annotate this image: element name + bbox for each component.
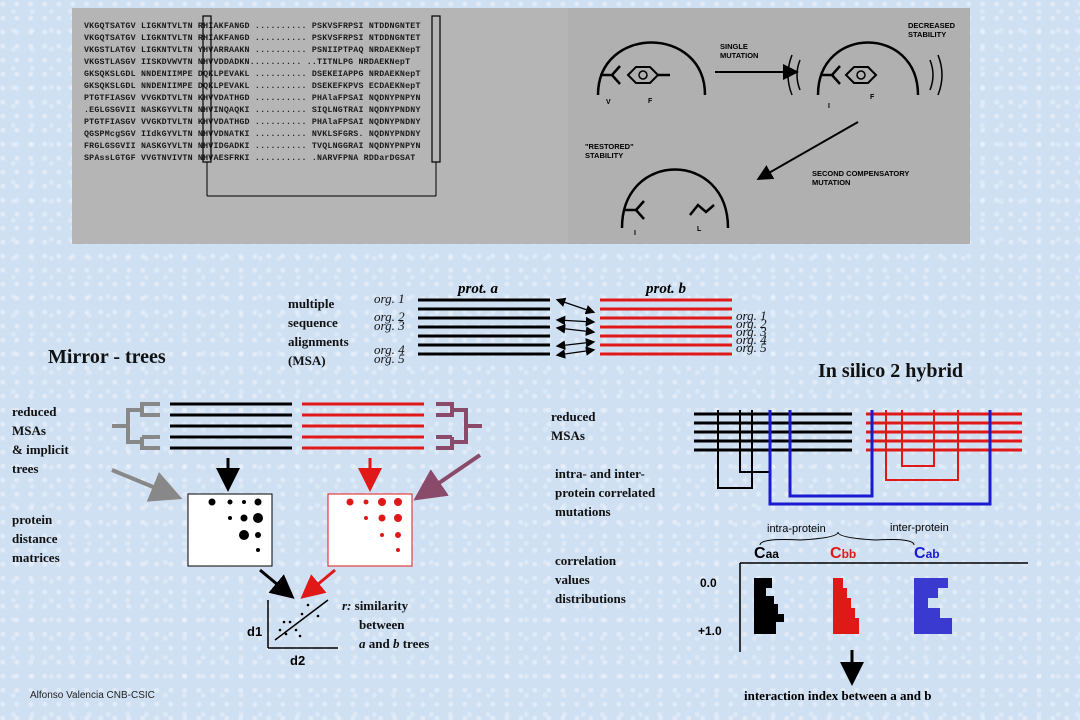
org-right-4: org. 4 bbox=[736, 332, 767, 347]
axis-d1: d1 bbox=[247, 624, 263, 639]
protein-sketch-3 bbox=[620, 168, 730, 229]
distance-matrix-a bbox=[187, 493, 273, 567]
label-restored-stability: "RESTORED" STABILITY bbox=[585, 142, 634, 160]
inter-links-blue bbox=[768, 410, 992, 506]
msa-column-highlight-right bbox=[431, 15, 441, 196]
residue-i1: I bbox=[828, 103, 830, 110]
label-decreased-stability: DECREASED STABILITY bbox=[908, 21, 956, 39]
msa-row: PTGTFIASGV VVGKDTVLTN KHVVDATHGD .......… bbox=[84, 94, 421, 103]
msa-row: VKGQTSATGV LIGKNTVLTN RHIAKFANGD .......… bbox=[84, 34, 421, 43]
label-second-mutation: SECOND COMPENSATORY MUTATION bbox=[812, 169, 910, 187]
msa-row: FRGLGSGVII NASKGYVLTN NHVIDGADKI .......… bbox=[84, 142, 421, 151]
compensatory-mutation-image bbox=[568, 8, 970, 244]
arrow-tree-a bbox=[111, 468, 183, 502]
prot-a-label: prot. a bbox=[458, 281, 499, 297]
msa-row: PTGTFIASGV VVGKDTVLTN KHVVDATHGD .......… bbox=[84, 118, 421, 127]
residue-i2: I bbox=[634, 230, 636, 237]
msa-lines-prot-b bbox=[600, 298, 732, 356]
org-right-3: org. 3 bbox=[736, 324, 767, 339]
sim-a: a bbox=[359, 636, 366, 651]
msa-lines-prot-a bbox=[418, 298, 550, 356]
msa-image: VKGQTSATGV LIGKNTVLTN RHIAKFANGD .......… bbox=[72, 8, 568, 244]
hybrid-msa-black bbox=[694, 412, 852, 452]
org-left-3: org. 3 bbox=[374, 318, 405, 333]
org-right-5: org. 5 bbox=[736, 340, 767, 355]
arrow-matrix-a bbox=[259, 568, 295, 599]
hist-cab bbox=[914, 578, 952, 634]
label-single-mutation: SINGLE MUTATION bbox=[720, 42, 759, 60]
msa-row: QGSPMcgSGV IIdkGYVLTN NHVVDNATKI .......… bbox=[84, 130, 421, 139]
msa-pairing-arrows bbox=[555, 297, 596, 359]
similarity-label: r: similarity between a and b trees bbox=[342, 598, 430, 651]
org-left-2: org. 2 bbox=[374, 309, 405, 324]
prot-b-label: prot. b bbox=[646, 281, 687, 297]
msa-row: GKSQKSLGDL NNDENIIMPE DQKLPEVAKL .......… bbox=[84, 70, 421, 79]
mirror-trees-title: Mirror - trees bbox=[48, 346, 166, 368]
tree-a-icon bbox=[112, 402, 160, 450]
r-symbol: r: bbox=[342, 598, 352, 613]
protein-sketch-1 bbox=[596, 41, 707, 96]
hybrid-title: In silico 2 hybrid bbox=[818, 360, 964, 382]
msa-column-highlight-left bbox=[202, 15, 212, 196]
correlation-scatter bbox=[267, 599, 338, 649]
hybrid-msa-red bbox=[866, 412, 1022, 452]
cab-label: Cab bbox=[914, 545, 940, 562]
msa-row: VKGQTSATGV LIGKNTVLTN RHIAKFANGD .......… bbox=[84, 22, 421, 31]
residue-v: V bbox=[606, 99, 611, 106]
residue-f1: F bbox=[648, 98, 653, 105]
mirror-msa-red bbox=[302, 402, 424, 450]
residue-l: L bbox=[697, 226, 702, 233]
residue-f2: F bbox=[870, 94, 875, 101]
hist-y-top: 0.0 bbox=[700, 576, 717, 590]
org-left-1: org. 1 bbox=[374, 291, 405, 306]
msa-row: VKGSTLATGV LIGKNTVLTN YHVARRAAKN .......… bbox=[84, 46, 421, 55]
caa-label: Caa bbox=[754, 545, 779, 562]
org-left-4: org. 4 bbox=[374, 342, 405, 357]
distance-matrix-b bbox=[327, 493, 413, 567]
axis-d2: d2 bbox=[290, 653, 306, 668]
intra-protein-label: intra-protein bbox=[767, 523, 826, 535]
cbb-label: Cbb bbox=[830, 545, 857, 562]
tree-b-icon bbox=[436, 402, 482, 450]
msa-row: SPAssLGTGF VVGTNVIVTN NHVAESFRKI .......… bbox=[84, 154, 416, 163]
org-left-5: org. 5 bbox=[374, 351, 405, 366]
msa-row: .EGLGSGVII NASKGYVLTN NHVINQAQKI .......… bbox=[84, 106, 421, 115]
footer-credit: Alfonso Valencia CNB-CSIC bbox=[30, 690, 155, 701]
protein-sketch-2 bbox=[787, 41, 943, 96]
arrow-tree-b bbox=[413, 453, 482, 501]
org-right-2: org. 2 bbox=[736, 316, 767, 331]
msa-row: GKSQKSLGDL NNDENIIMPE DQKLPEVAKL .......… bbox=[84, 82, 421, 91]
hist-y-bottom: +1.0 bbox=[698, 624, 722, 638]
sim-b: b bbox=[392, 636, 400, 651]
interaction-index-label: interaction index between a and b bbox=[744, 688, 932, 703]
arrow-compensatory bbox=[756, 121, 859, 180]
arrow-matrix-b bbox=[300, 568, 336, 599]
intra-brace bbox=[759, 531, 915, 546]
mirror-msa-black bbox=[170, 402, 292, 450]
org-right-1: org. 1 bbox=[736, 308, 767, 323]
inter-protein-label: inter-protein bbox=[890, 522, 949, 534]
msa-row: VKGSTLASGV IISKDVWVTN NHVVDDADKN........… bbox=[84, 58, 411, 67]
intra-links-red bbox=[885, 410, 959, 481]
hist-cbb bbox=[833, 578, 859, 634]
hist-caa bbox=[754, 578, 784, 634]
